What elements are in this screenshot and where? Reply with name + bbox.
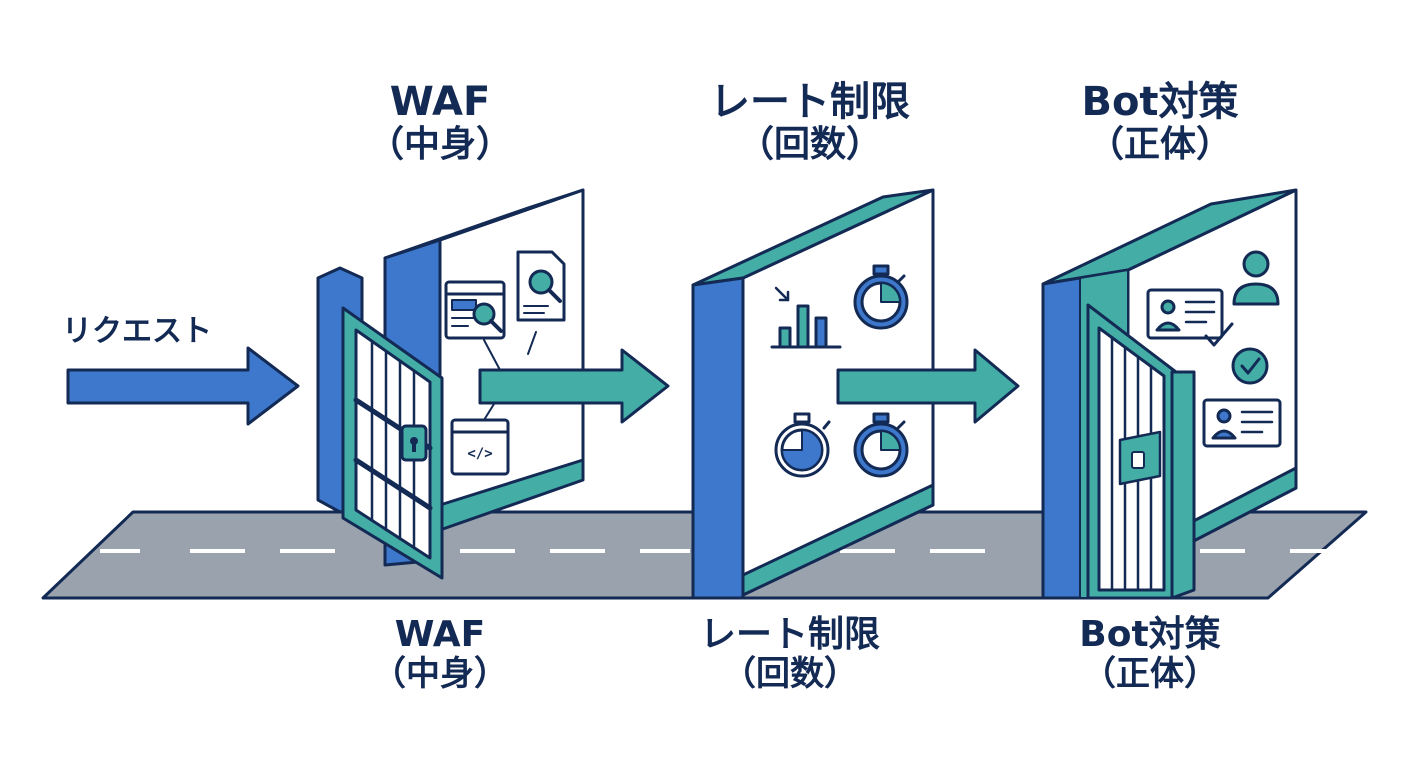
waf-top-label: WAF （中身）	[290, 80, 590, 165]
stopwatch-icon	[774, 412, 831, 478]
stopwatch-icon	[853, 264, 909, 330]
svg-text:</>: </>	[467, 446, 492, 462]
bar-chart-icon	[770, 286, 842, 349]
rate-bottom-title: レート制限	[699, 614, 880, 655]
arrow-rate-to-bot	[836, 348, 1020, 424]
rate-top-label: レート制限 （回数）	[660, 80, 960, 165]
waf-top-title: WAF	[389, 79, 491, 125]
bot-top-label: Bot対策 （正体）	[1010, 80, 1310, 165]
arrow-waf-to-rate	[478, 348, 670, 424]
id-card-icon	[1202, 398, 1282, 448]
bot-top-subtitle: （正体）	[1087, 123, 1232, 165]
request-arrow	[66, 346, 300, 426]
padlock-icon	[400, 424, 428, 462]
rate-bottom-label: レート制限 （回数）	[640, 614, 940, 695]
waf-bottom-subtitle: （中身）	[372, 654, 508, 695]
waf-bottom-title: WAF	[394, 614, 486, 655]
waf-bottom-label: WAF （中身）	[290, 614, 590, 695]
id-card-icon	[1146, 288, 1234, 347]
rate-top-subtitle: （回数）	[737, 123, 882, 165]
stopwatch-icon	[853, 412, 909, 478]
waf-gate: </>	[316, 188, 585, 580]
bot-top-title: Bot対策	[1081, 79, 1239, 125]
browser-search-icon	[444, 280, 506, 340]
user-icon	[1232, 250, 1280, 306]
bot-bottom-title: Bot対策	[1079, 614, 1221, 655]
rate-top-title: レート制限	[710, 79, 910, 125]
waf-top-subtitle: （中身）	[367, 123, 512, 165]
bot-gate-post	[1170, 370, 1196, 600]
rate-bottom-subtitle: （回数）	[722, 654, 858, 695]
code-window-icon: </>	[450, 418, 510, 476]
rate-wall-base	[741, 483, 935, 597]
checkmark-icon	[1231, 347, 1269, 385]
bot-gate	[1041, 188, 1298, 600]
bot-bottom-subtitle: （正体）	[1082, 654, 1218, 695]
document-search-icon	[516, 250, 566, 322]
checkmark-icon	[1204, 322, 1234, 347]
request-label: リクエスト	[62, 314, 212, 349]
rate-wall-side	[691, 276, 745, 600]
bot-bottom-label: Bot対策 （正体）	[1000, 614, 1300, 695]
